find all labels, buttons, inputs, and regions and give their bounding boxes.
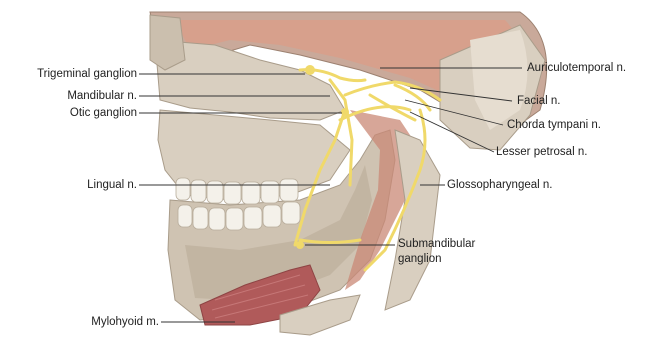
orbit-cut	[150, 15, 185, 70]
label-lesser-petrosal-nerve: Lesser petrosal n.	[496, 146, 587, 159]
otic-ganglion	[341, 108, 349, 116]
submandibular-ganglion	[296, 241, 304, 249]
label-glossopharyngeal-nerve: Glossopharyngeal n.	[447, 179, 552, 192]
label-chorda-tympani-nerve: Chorda tympani n.	[507, 119, 601, 132]
trigeminal-ganglion	[305, 65, 315, 75]
label-lingual-nerve: Lingual n.	[87, 179, 137, 192]
label-mandibular-nerve: Mandibular n.	[67, 90, 137, 103]
label-submandibular-ganglion-line1: Submandibular	[398, 238, 475, 251]
label-trigeminal-ganglion: Trigeminal ganglion	[37, 68, 137, 81]
label-auriculotemporal-nerve: Auriculotemporal n.	[527, 62, 626, 75]
label-otic-ganglion: Otic ganglion	[70, 107, 137, 120]
label-mylohyoid-muscle: Mylohyoid m.	[91, 316, 159, 329]
label-facial-nerve: Facial n.	[517, 95, 560, 108]
label-submandibular-ganglion-line2: ganglion	[398, 253, 441, 266]
